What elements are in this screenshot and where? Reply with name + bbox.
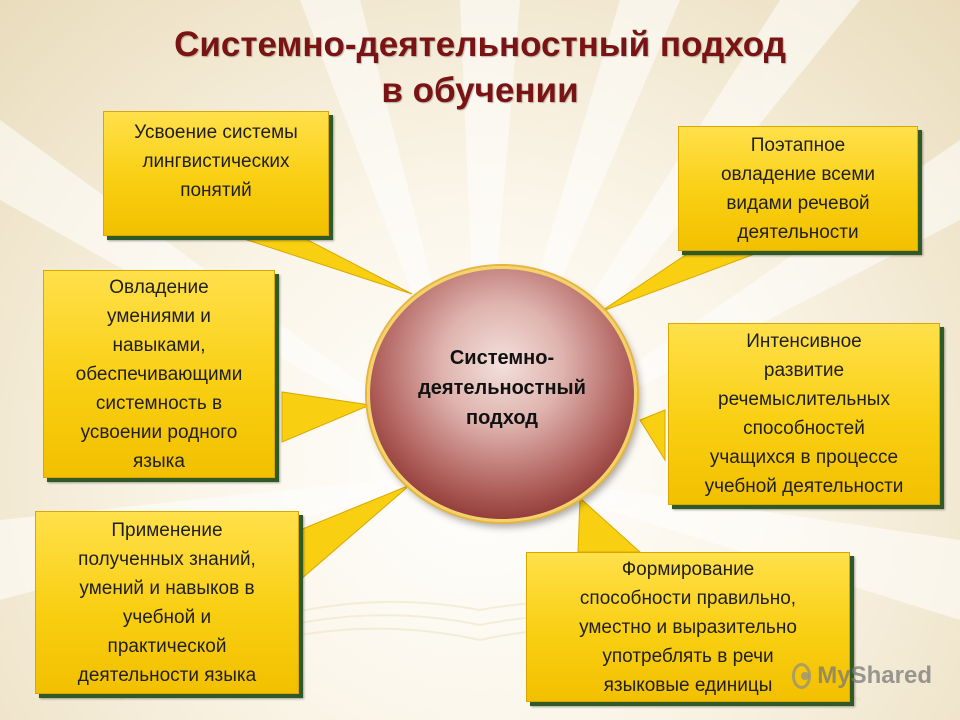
title-line-2: в обучении [381, 71, 579, 110]
box-mid-left-line-4: обеспечивающими [75, 363, 243, 385]
box-mid-right-line-5: учащихся в процессе [709, 447, 899, 468]
box-mid-left: Овладение умениями и навыками, обеспечив… [43, 270, 275, 478]
box-mid-left-line-7: языка [133, 450, 185, 472]
box-bottom-left-line-3: умений и навыков в [79, 577, 255, 599]
box-top-right-line-1: Поэтапное [750, 134, 846, 156]
box-top-right-line-4: деятельности [737, 221, 859, 243]
box-mid-left-line-1: Овладение [109, 276, 209, 298]
box-mid-right-line-3: речемыслительных [718, 389, 890, 410]
pointer-top-left [234, 235, 413, 295]
watermark: MyShared [792, 658, 932, 694]
box-bottom-right-line-4: употреблять в речи [602, 645, 774, 667]
pointer-mid-right [639, 409, 666, 462]
box-top-right-line-3: видами речевой [726, 192, 870, 214]
myshared-logo-icon [792, 663, 812, 689]
center-label-line-1: Системно- [449, 347, 555, 369]
box-mid-left-line-6: усвоении родного [80, 421, 238, 443]
box-mid-right: Интенсивное развитие речемыслительных сп… [668, 323, 940, 505]
box-bottom-left: Применение полученных знаний, умений и н… [35, 511, 299, 694]
box-top-right-line-2: овладение всеми [720, 163, 876, 185]
box-mid-left-line-5: системность в [95, 392, 223, 414]
box-bottom-right-line-5: языковые единицы [603, 674, 773, 696]
watermark-text: MyShared [817, 662, 932, 689]
pointer-top-right [599, 251, 761, 313]
box-mid-right-line-2: развитие [763, 360, 845, 381]
box-mid-right-line-4: способностей [743, 418, 865, 439]
center-label-line-3: подход [465, 407, 538, 429]
box-bottom-left-line-5: практической [107, 635, 227, 657]
box-top-right: Поэтапное овладение всеми видами речевой… [678, 126, 918, 251]
box-mid-right-line-1: Интенсивное [746, 331, 862, 352]
box-mid-right-line-6: учебной деятельности [704, 476, 904, 497]
box-bottom-right-line-2: способности правильно, [579, 587, 797, 609]
box-top-left-line-3: понятий [180, 180, 252, 201]
center-label-line-2: деятельностный [418, 377, 586, 399]
box-bottom-right-line-1: Формирование [621, 558, 755, 580]
title-line-1: Системно-деятельностный подход [174, 25, 786, 64]
box-mid-left-line-2: умениями и [107, 305, 211, 327]
center-circle [367, 266, 637, 522]
pointer-bottom-left [299, 484, 411, 582]
box-mid-left-line-3: навыками, [112, 334, 206, 356]
box-bottom-left-line-4: учебной и [122, 606, 212, 628]
box-bottom-left-line-2: полученных знаний, [78, 548, 256, 570]
box-bottom-left-line-6: деятельности языка [77, 664, 257, 686]
page-title: Системно-деятельностный подход в обучени… [0, 22, 960, 114]
pointer-mid-left [281, 391, 372, 443]
box-bottom-left-line-1: Применение [111, 519, 223, 541]
center-label: Системно- деятельностный подход [367, 343, 637, 433]
box-bottom-right-line-3: уместно и выразительно [579, 616, 797, 638]
box-top-left-line-1: Усвоение системы [134, 122, 298, 143]
box-top-left-line-2: лингвистических [142, 151, 290, 172]
box-top-left: Усвоение системы лингвистических понятий [103, 111, 329, 236]
pointer-bottom-right [577, 496, 642, 553]
